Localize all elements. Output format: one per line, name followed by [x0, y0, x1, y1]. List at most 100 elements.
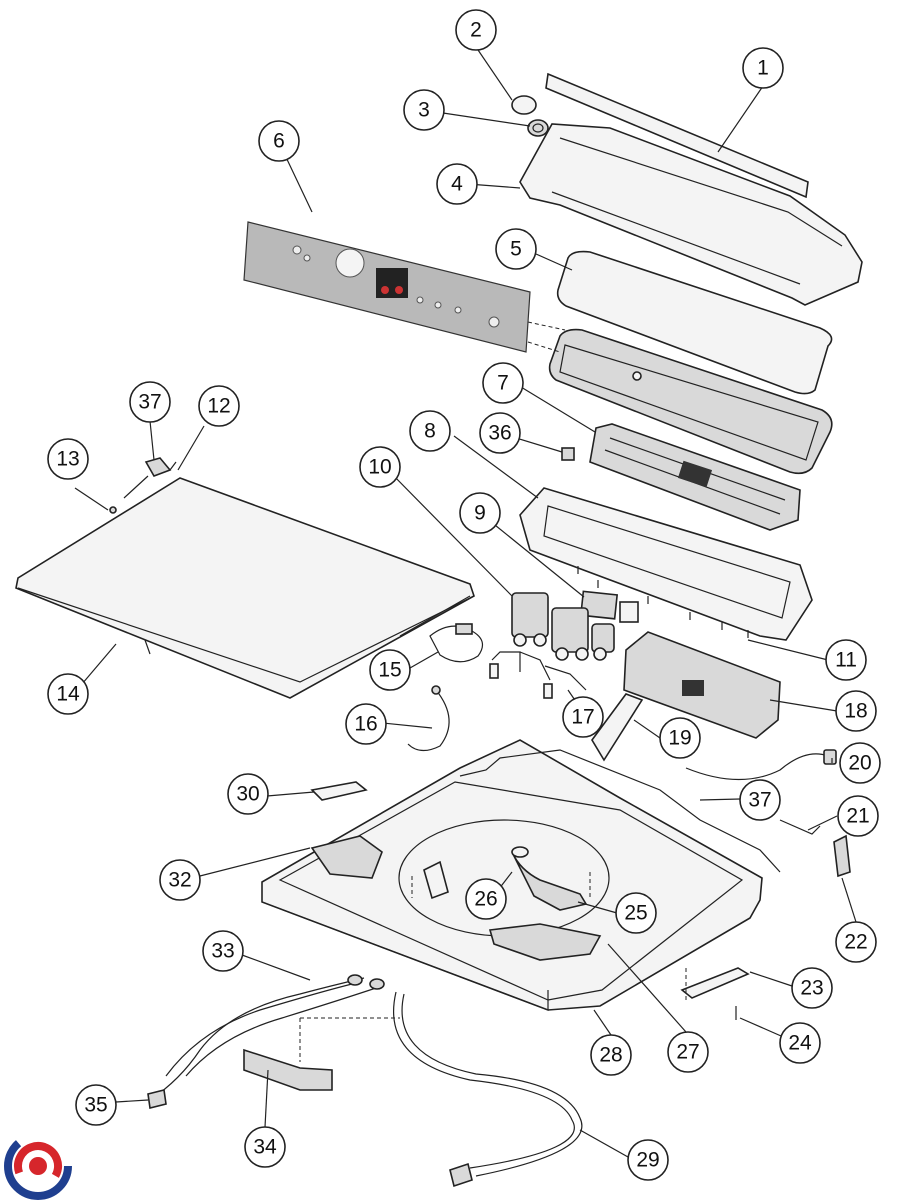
callout-21: 21 [837, 795, 879, 837]
callout-label: 26 [474, 888, 497, 911]
part-handle [310, 781, 368, 801]
callout-label: 37 [138, 391, 161, 414]
part-knob [511, 95, 549, 137]
callout-29: 29 [627, 1139, 669, 1181]
callout-34: 34 [244, 1126, 286, 1168]
callout-6: 6 [258, 120, 300, 162]
part-hinge-left [423, 860, 449, 900]
part-wire-connectors [429, 623, 484, 663]
callout-30: 30 [227, 773, 269, 815]
part-hinge-right [680, 967, 750, 1020]
callout-label: 6 [273, 130, 285, 153]
callout-24: 24 [779, 1022, 821, 1064]
part-inlet-bracket [591, 693, 644, 762]
callout-19: 19 [659, 717, 701, 759]
brand-swirl-icon [4, 1132, 72, 1200]
callout-7: 7 [482, 362, 524, 404]
callout-label: 18 [844, 700, 867, 723]
part-lid-hinge-clip [123, 457, 177, 499]
callout-label: 37 [748, 789, 771, 812]
callout-label: 28 [599, 1044, 622, 1067]
callout-label: 20 [848, 752, 871, 775]
callout-18: 18 [835, 690, 877, 732]
part-window-frame [556, 250, 833, 395]
callout-23: 23 [791, 967, 833, 1009]
callout-14: 14 [47, 673, 89, 715]
callout-1: 1 [742, 47, 784, 89]
callout-label: 33 [211, 940, 234, 963]
callout-27: 27 [667, 1031, 709, 1073]
callout-37-right: 37 [739, 779, 781, 821]
callout-28: 28 [590, 1034, 632, 1076]
part-small-bracket [561, 447, 575, 461]
callout-label: 27 [676, 1041, 699, 1064]
part-pump-hose [511, 846, 588, 911]
callout-8: 8 [409, 410, 451, 452]
part-console-housing [519, 123, 863, 306]
callout-label: 22 [844, 931, 867, 954]
part-mounting-bracket [579, 590, 639, 623]
callout-37-top: 37 [129, 381, 171, 423]
part-pressure-hose [407, 685, 450, 752]
callout-label: 5 [510, 238, 522, 261]
callout-label: 35 [84, 1094, 107, 1117]
part-control-panel-overlay [243, 221, 531, 353]
callout-3: 3 [403, 89, 445, 131]
callout-label: 9 [474, 502, 486, 525]
part-control-board [589, 423, 801, 531]
callout-label: 19 [668, 727, 691, 750]
callout-label: 16 [354, 713, 377, 736]
part-inlet-hoses [489, 651, 587, 699]
callout-10: 10 [359, 446, 401, 488]
callout-25: 25 [615, 892, 657, 934]
part-lid [15, 477, 475, 699]
part-trim-strip [545, 72, 809, 199]
callout-label: 4 [451, 173, 463, 196]
part-board-housing [519, 487, 813, 641]
part-console-glass [548, 328, 833, 475]
callout-label: 25 [624, 902, 647, 925]
callout-36: 36 [479, 412, 521, 454]
callout-15: 15 [369, 649, 411, 691]
callout-label: 10 [368, 456, 391, 479]
part-water-valves [511, 592, 615, 661]
callout-label: 2 [470, 19, 482, 42]
callout-label: 36 [488, 422, 511, 445]
callout-11: 11 [825, 639, 867, 681]
callout-label: 8 [424, 420, 436, 443]
callout-label: 34 [253, 1136, 277, 1159]
callout-35: 35 [75, 1084, 117, 1126]
callout-label: 12 [207, 395, 230, 418]
callout-32: 32 [159, 859, 201, 901]
part-rear-bracket [833, 834, 851, 878]
callout-label: 13 [56, 448, 79, 471]
callout-label: 21 [846, 805, 869, 828]
callout-label: 32 [168, 869, 191, 892]
callout-label: 14 [56, 683, 80, 706]
part-bracket-34 [243, 1048, 333, 1091]
part-drain-hose [392, 991, 583, 1188]
callout-label: 30 [236, 783, 259, 806]
callout-label: 24 [788, 1032, 812, 1055]
callout-33: 33 [202, 930, 244, 972]
part-small-tube [779, 819, 821, 835]
callout-17: 17 [562, 696, 604, 738]
callout-2: 2 [455, 9, 497, 51]
callout-13: 13 [47, 438, 89, 480]
callout-20: 20 [839, 742, 881, 784]
callout-16: 16 [345, 703, 387, 745]
part-power-cord [685, 749, 837, 781]
part-cabinet-top [261, 739, 781, 1011]
part-inlet-hose-assembly [147, 974, 385, 1109]
callout-26: 26 [465, 878, 507, 920]
callout-5: 5 [495, 228, 537, 270]
callout-label: 7 [497, 372, 509, 395]
part-screws [577, 566, 749, 638]
callout-label: 23 [800, 977, 823, 1000]
callout-4: 4 [436, 163, 478, 205]
callout-label: 3 [418, 99, 430, 122]
callout-label: 15 [378, 659, 401, 682]
callout-label: 29 [636, 1149, 659, 1172]
